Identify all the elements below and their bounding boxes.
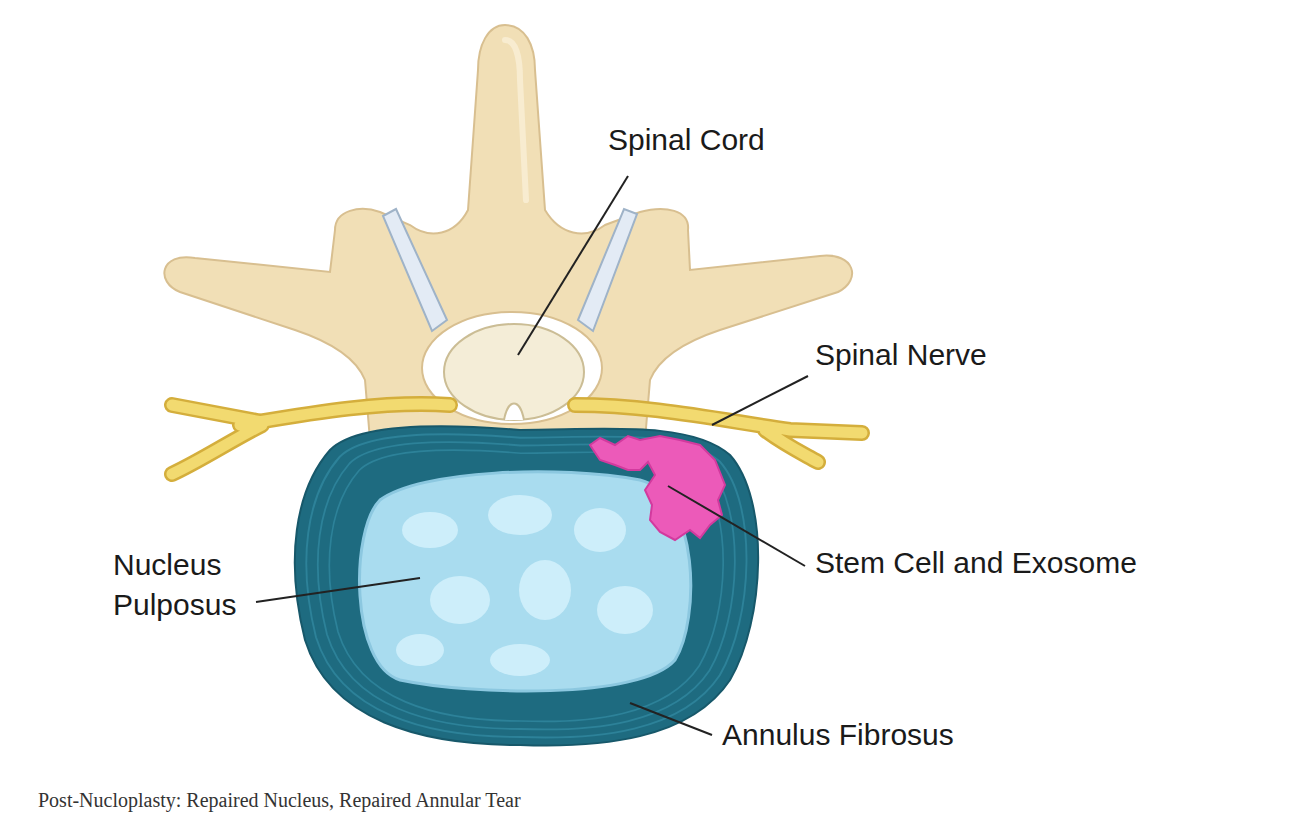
part-label: Stem Cell and Exosome — [815, 545, 1137, 581]
caption: Post-Nucloplasty: Repaired Nucleus, Repa… — [38, 788, 521, 812]
facet-cartilage — [578, 209, 637, 331]
stem-cell-patch — [590, 436, 725, 540]
nucleus-texture — [396, 495, 653, 676]
part-label: Spinal Nerve — [815, 337, 987, 373]
part-label: Annulus Fibrosus — [722, 717, 954, 753]
vertebral-arch — [164, 25, 852, 440]
part-label: Spinal Cord — [608, 122, 765, 158]
spinous-highlight — [505, 40, 526, 200]
part-label: Nucleus Pulposus — [113, 545, 263, 625]
spinal-cord-shape — [444, 324, 584, 420]
cord-fissure — [504, 404, 524, 421]
leader-lines — [256, 176, 808, 735]
nucleus-pulposus-shape — [360, 472, 691, 691]
facet-cartilage — [383, 209, 447, 331]
